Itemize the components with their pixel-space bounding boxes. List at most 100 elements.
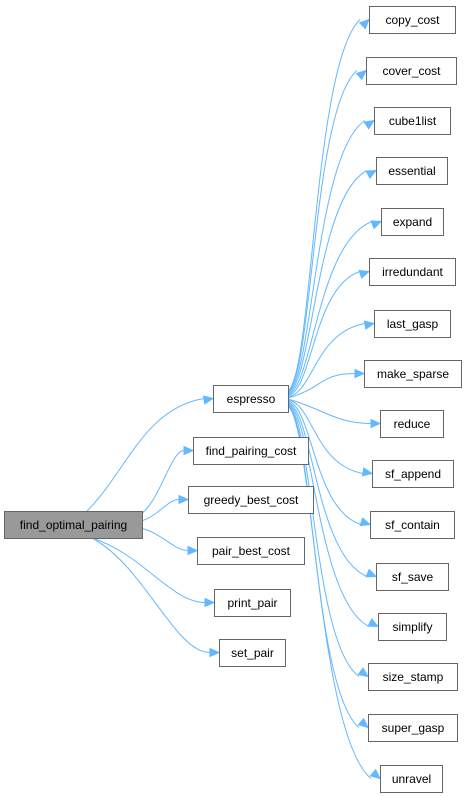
node-copy-cost[interactable]: copy_cost [369,6,456,34]
edge-espresso-to-cube1list [287,119,376,394]
node-find-pairing-cost[interactable]: find_pairing_cost [193,437,309,465]
arrowhead-icon [363,119,376,130]
arrowhead-icon [354,368,366,379]
edge-find_optimal_pairing-to-print_pair [91,537,216,608]
node-label: sf_save [392,570,434,584]
node-irredundant[interactable]: irredundant [369,258,456,286]
arrowhead-icon [178,494,190,505]
edge-espresso-to-sf_contain [287,400,372,527]
node-box [366,57,457,85]
node-box [364,360,462,388]
edge-espresso-to-unravel [287,405,381,780]
node-box [369,6,456,34]
node-label: pair_best_cost [212,544,291,558]
edge-find_optimal_pairing-to-set_pair [91,537,221,658]
node-print-pair[interactable]: print_pair [214,589,291,617]
node-label: set_pair [231,646,274,660]
arrowhead-icon [357,667,370,678]
arrowhead-icon [187,545,199,556]
arrowhead-icon [365,568,378,578]
edge-espresso-to-size_stamp [287,403,370,678]
arrowhead-icon [358,18,370,30]
node-super-gasp[interactable]: super_gasp [368,714,458,742]
node-label: print_pair [227,596,277,610]
arrowhead-icon [367,617,380,628]
edge-espresso-to-sf_append [287,399,374,477]
edge-espresso-to-make_sparse [287,368,366,399]
arrowhead-icon [370,418,382,429]
node-find-optimal-pairing[interactable]: find_optimal_pairing [4,511,143,539]
arrowhead-icon [365,169,378,180]
edge-espresso-to-simplify [287,402,380,628]
node-label: super_gasp [382,721,445,735]
node-label: expand [393,215,432,229]
node-size-stamp[interactable]: size_stamp [368,663,458,691]
node-label: size_stamp [383,670,444,684]
node-simplify[interactable]: simplify [378,613,447,641]
edge-espresso-to-cover_cost [287,69,367,393]
node-box [370,511,455,539]
node-label: find_optimal_pairing [20,518,127,532]
node-label: espresso [227,392,276,406]
node-cover-cost[interactable]: cover_cost [366,57,457,85]
node-label: greedy_best_cost [204,493,299,507]
node-set-pair[interactable]: set_pair [219,639,286,667]
node-label: sf_append [385,467,441,481]
arrowhead-icon [355,69,367,81]
arrowhead-icon [204,597,216,608]
edge-find_optimal_pairing-to-espresso [86,395,215,512]
edge-espresso-to-expand [287,220,383,396]
node-box [368,714,458,742]
function-nodes: find_optimal_pairing espresso find_pairing… [4,6,462,793]
node-label: essential [388,164,435,178]
edge-find_optimal_pairing-to-greedy_best_cost [141,494,190,522]
node-sf-append[interactable]: sf_append [372,460,454,488]
node-box [4,511,143,539]
node-essential[interactable]: essential [376,157,448,185]
arrowhead-icon [183,445,195,456]
node-box [381,208,444,236]
node-label: find_pairing_cost [206,444,297,458]
node-label: sf_contain [385,518,440,532]
node-box [369,258,456,286]
node-box [376,563,449,591]
node-box [214,589,291,617]
node-box [372,460,454,488]
node-sf-contain[interactable]: sf_contain [370,511,455,539]
node-box [213,385,289,413]
arrowhead-icon [363,320,376,330]
node-last-gasp[interactable]: last_gasp [374,310,451,338]
node-cube1list[interactable]: cube1list [374,107,451,135]
node-unravel[interactable]: unravel [380,765,443,793]
arrowhead-icon [361,467,374,477]
node-label: cover_cost [382,64,441,78]
node-box [380,765,443,793]
node-label: unravel [392,772,431,786]
node-box [188,486,314,514]
arrowhead-icon [358,269,371,279]
node-box [376,157,448,185]
edge-espresso-to-sf_save [287,401,378,578]
node-label: cube1list [389,114,437,128]
arrowhead-icon [369,768,381,780]
node-label: make_sparse [377,367,449,381]
call-edges [86,18,383,780]
node-box [219,639,286,667]
arrowhead-icon [209,647,221,658]
node-expand[interactable]: expand [381,208,444,236]
node-greedy-best-cost[interactable]: greedy_best_cost [188,486,314,514]
node-sf-save[interactable]: sf_save [376,563,449,591]
arrowhead-icon [359,517,372,527]
node-espresso[interactable]: espresso [213,385,289,413]
node-reduce[interactable]: reduce [380,410,444,438]
edge-espresso-to-essential [287,169,378,395]
node-box [374,310,451,338]
arrowhead-icon [202,395,215,405]
node-make-sparse[interactable]: make_sparse [364,360,462,388]
node-box [368,663,458,691]
node-box [193,437,309,465]
node-pair-best-cost[interactable]: pair_best_cost [197,537,305,565]
node-label: simplify [392,620,432,634]
node-box [378,613,447,641]
